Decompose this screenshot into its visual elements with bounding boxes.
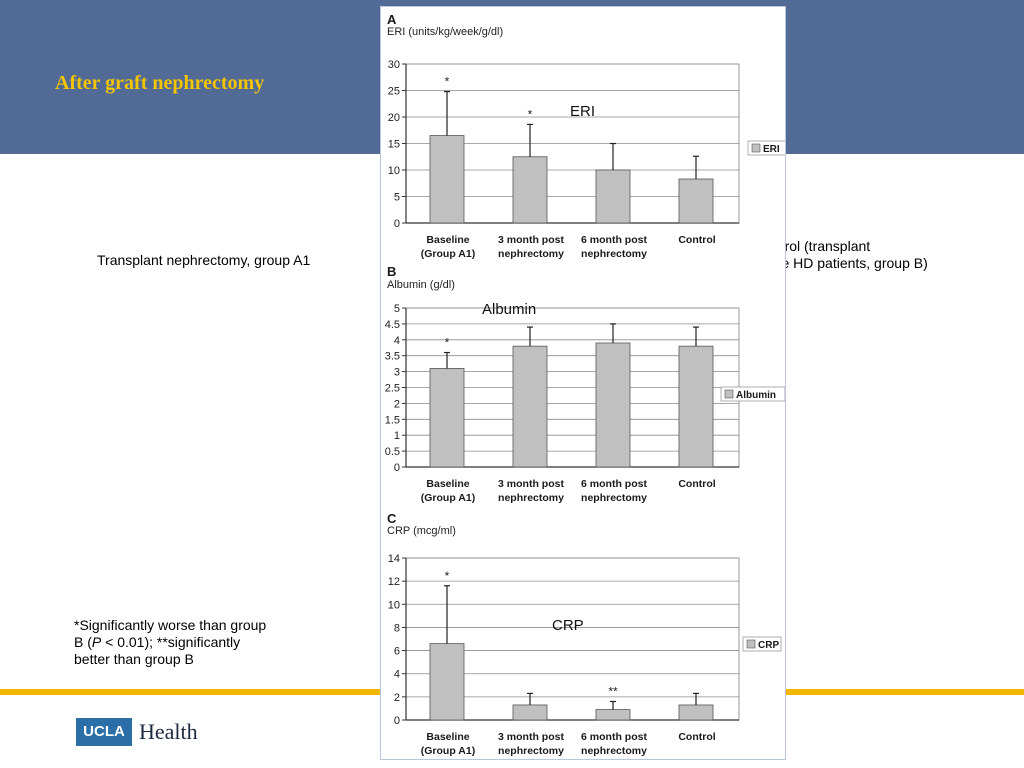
chart-b-significance-marker: *: [445, 336, 450, 350]
chart-b-ytick-label: 2.5: [385, 383, 400, 395]
group-b-note: Control (transplant naïve HD patients, g…: [755, 238, 995, 272]
chart-c-ytick-label: 6: [394, 646, 400, 658]
slide-title: After graft nephrectomy: [55, 72, 265, 94]
chart-c-category-label: Baseline: [426, 731, 469, 743]
chart-a-ytick-label: 30: [388, 59, 400, 71]
chart-c-ytick-label: 10: [388, 599, 400, 611]
logo-ucla-box: UCLA: [76, 718, 132, 746]
chart-c-bar: [595, 709, 631, 721]
chart-a-category-label: Baseline: [426, 234, 469, 246]
chart-c-ytick-label: 0: [394, 715, 400, 727]
chart-a-category-label: nephrectomy: [498, 248, 564, 260]
chart-c-bar: [678, 704, 714, 721]
chart-b-bar: [512, 345, 548, 468]
chart-a-overlay-label: ERI: [570, 103, 595, 120]
chart-c-bar: [429, 643, 465, 721]
chart-c-panel-letter: C: [387, 511, 397, 526]
significance-footnote: *Significantly worse than group B (P < 0…: [74, 617, 334, 668]
chart-b-category-label: Baseline: [426, 478, 469, 490]
footnote-p-symbol: P: [91, 634, 102, 650]
chart-a-category-label: Control: [678, 234, 715, 246]
group-a1-note: Transplant nephrectomy, group A1: [97, 252, 311, 268]
chart-a-ytick-label: 15: [388, 139, 400, 151]
chart-a-ylabel: ERI (units/kg/week/g/dl): [387, 26, 503, 38]
chart-a-bar: [512, 156, 548, 224]
chart-a-ytick-label: 10: [388, 165, 400, 177]
chart-a-significance-marker: *: [528, 107, 533, 121]
chart-b-ylabel: Albumin (g/dl): [387, 279, 455, 291]
chart-a-category-label: 3 month post: [498, 234, 564, 246]
chart-b-ytick-label: 1: [394, 430, 400, 442]
chart-a-ytick-label: 25: [388, 86, 400, 98]
footnote-line2-pre: B (: [74, 634, 92, 650]
chart-c-significance-marker: *: [445, 569, 450, 583]
chart-c-category-label: Control: [678, 731, 715, 743]
chart-b-legend-box: [720, 386, 785, 402]
chart-a-ytick-label: 0: [394, 218, 400, 230]
chart-b-legend-swatch: [724, 389, 734, 399]
chart-c-ytick-label: 12: [388, 576, 400, 588]
chart-c-category-label: 3 month post: [498, 731, 564, 743]
chart-c-legend-label: CRP: [758, 640, 779, 651]
chart-c-category-label: (Group A1): [421, 745, 475, 757]
chart-c-category-label: nephrectomy: [498, 745, 564, 757]
chart-c-significance-marker: **: [608, 684, 618, 698]
footnote-line3: better than group B: [74, 651, 194, 667]
chart-a-bar: [678, 178, 714, 224]
footnote-line1: *Significantly worse than group: [74, 617, 267, 633]
chart-b-category-label: (Group A1): [421, 492, 475, 504]
chart-b-overlay-label: Albumin: [482, 301, 536, 318]
chart-a-category-label: 6 month post: [581, 234, 647, 246]
chart-b-ytick-label: 0.5: [385, 446, 400, 458]
chart-b-category-label: Control: [678, 478, 715, 490]
chart-c-legend-swatch: [746, 639, 756, 649]
chart-b-ytick-label: 4: [394, 335, 400, 347]
chart-c-ytick-label: 14: [388, 553, 400, 565]
chart-b-bar: [429, 368, 465, 468]
chart-b-ytick-label: 0: [394, 462, 400, 474]
chart-b-bar: [678, 345, 714, 468]
chart-a-legend-label: ERI: [763, 144, 780, 155]
group-b-note-line2: naïve HD patients, group B): [755, 255, 928, 271]
chart-c-ytick-label: 4: [394, 669, 400, 681]
chart-c-category-label: nephrectomy: [581, 745, 647, 757]
chart-a-bar: [595, 169, 631, 224]
chart-b-ytick-label: 4.5: [385, 319, 400, 331]
chart-c-overlay-label: CRP: [552, 617, 584, 634]
chart-a-category-label: (Group A1): [421, 248, 475, 260]
chart-b-ytick-label: 2: [394, 398, 400, 410]
chart-c-ytick-label: 8: [394, 622, 400, 634]
chart-c-bar: [512, 704, 548, 721]
chart-a-significance-marker: *: [445, 75, 450, 89]
chart-b-ytick-label: 5: [394, 303, 400, 315]
chart-a-category-label: nephrectomy: [581, 248, 647, 260]
chart-b-bar: [595, 342, 631, 468]
chart-c-ylabel: CRP (mcg/ml): [387, 525, 456, 537]
chart-c-ytick-label: 2: [394, 692, 400, 704]
chart-b-ytick-label: 1.5: [385, 414, 400, 426]
chart-b-category-label: 3 month post: [498, 478, 564, 490]
chart-b-category-label: nephrectomy: [498, 492, 564, 504]
footnote-line2-post: < 0.01); **significantly: [101, 634, 241, 650]
chart-b-category-label: 6 month post: [581, 478, 647, 490]
chart-b-category-label: nephrectomy: [581, 492, 647, 504]
chart-a-bar: [429, 135, 465, 224]
chart-a-panel-letter: A: [387, 12, 397, 27]
logo-health-text: Health: [139, 719, 198, 744]
chart-c-category-label: 6 month post: [581, 731, 647, 743]
chart-b-legend-label: Albumin: [736, 390, 776, 401]
chart-b-ytick-label: 3.5: [385, 351, 400, 363]
chart-a-legend-swatch: [751, 143, 761, 153]
chart-b-ytick-label: 3: [394, 367, 400, 379]
chart-b-panel-letter: B: [387, 264, 396, 279]
chart-a-ytick-label: 20: [388, 112, 400, 124]
chart-a-ytick-label: 5: [394, 192, 400, 204]
